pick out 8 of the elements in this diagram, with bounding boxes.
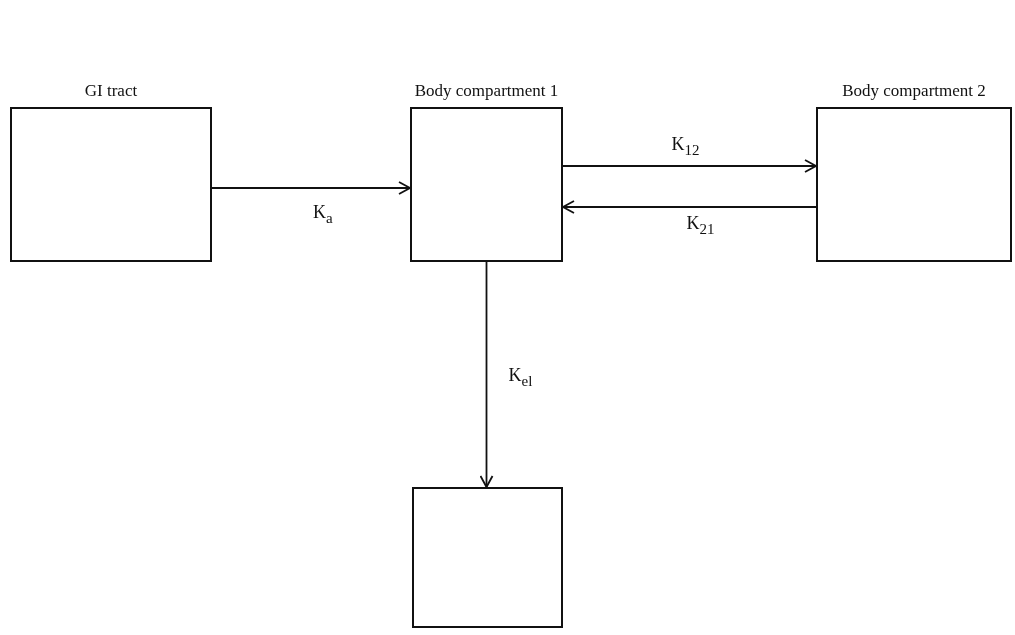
compartment-title: Body compartment 1 [413, 80, 560, 101]
arrow [211, 181, 411, 195]
arrow [562, 200, 817, 214]
compartment-box [412, 487, 563, 628]
compartment-title: Body compartment 2 [841, 80, 987, 101]
compartment-title: GI tract [83, 80, 139, 101]
arrow [479, 261, 494, 488]
arrow [562, 159, 817, 173]
